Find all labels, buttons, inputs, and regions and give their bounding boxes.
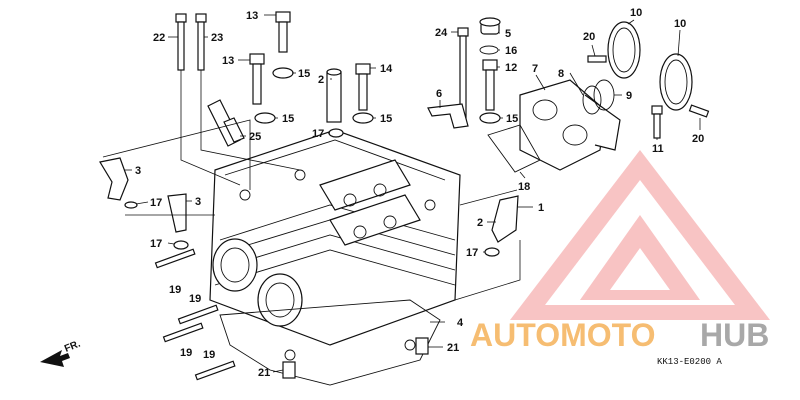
bolt-22 [175,13,187,71]
bolt-13-upper [275,11,291,53]
callout-13-lower: 13 [222,55,234,67]
callout-11: 11 [652,143,664,155]
bolt-14 [355,63,371,111]
callout-23: 23 [211,32,223,44]
callout-24: 24 [435,27,448,39]
callout-3-left: 3 [135,165,141,177]
bolt-12 [482,59,498,111]
oring-9 [593,79,615,111]
watermark-text: AUTOMOTO HUB [470,317,769,353]
pipe-3-left [99,157,138,209]
callout-17-right: 17 [466,247,478,259]
front-label: FR. [63,338,82,354]
bracket-6 [427,103,469,129]
callout-14: 14 [380,63,393,75]
screw-20 [587,55,710,118]
callout-5: 5 [505,28,511,40]
stud-19 [154,248,236,381]
callout-16: 16 [505,45,517,57]
callout-21-left: 21 [258,367,270,379]
pipe-2-lower [484,195,519,257]
callout-20-upper: 20 [583,31,595,43]
callout-labels: 22 23 13 13 15 2 14 15 15 17 25 24 5 16 … [135,7,704,379]
callout-22: 22 [153,32,165,44]
callout-10-right: 10 [674,18,686,30]
callout-4: 4 [457,317,464,329]
pipe-3-right [167,193,189,250]
dowel-21 [282,337,429,379]
callout-12: 12 [505,62,517,74]
callout-2-upper: 2 [318,74,324,86]
bolt-11 [651,105,663,139]
callout-19-a: 19 [169,284,181,296]
gasket [219,299,441,386]
callout-9: 9 [626,90,632,102]
clamp-10-left [607,21,641,79]
cap-5 [479,17,501,35]
watermark-logo [510,150,770,320]
callout-2-lower: 2 [477,217,483,229]
callout-6: 6 [436,88,442,100]
callout-17-left: 17 [150,197,162,209]
front-direction-arrow: FR. [40,338,82,367]
watermark-text-hub: HUB [700,317,769,353]
bolt-23 [195,13,207,71]
callout-19-c: 19 [180,347,192,359]
watermark-text-automoto: AUTOMOTO [470,317,655,353]
callout-15-mid: 15 [380,113,392,125]
callout-3-right: 3 [195,196,201,208]
clamp-10-right [659,53,693,111]
pipe-2-upper [326,68,344,138]
cylinder-head [209,129,461,346]
callout-7: 7 [532,63,538,75]
callout-8: 8 [558,68,564,80]
callout-25: 25 [249,131,261,143]
callout-1: 1 [538,202,544,214]
callout-17-lower: 17 [150,238,162,250]
callout-20-lower: 20 [692,133,704,145]
callout-21-right: 21 [447,342,459,354]
callout-19-d: 19 [203,349,215,361]
oring-16 [479,45,499,55]
callout-10-left: 10 [630,7,642,19]
oring-8 [582,85,602,115]
bolt-13-lower [249,53,265,105]
callout-17-top: 17 [312,128,324,140]
leader-lines [102,14,701,373]
callout-19-b: 19 [189,293,201,305]
callout-18: 18 [518,181,530,193]
callout-15-left: 15 [282,113,294,125]
intake-manifold [519,79,621,171]
callout-15-upper: 15 [298,68,310,80]
gasket-18 [487,124,541,173]
callout-15-right: 15 [506,113,518,125]
diagram-code: KK13-E0200 A [657,357,722,367]
callout-13-upper: 13 [246,10,258,22]
washer-15 [254,67,501,124]
spark-plug-25 [207,99,245,147]
